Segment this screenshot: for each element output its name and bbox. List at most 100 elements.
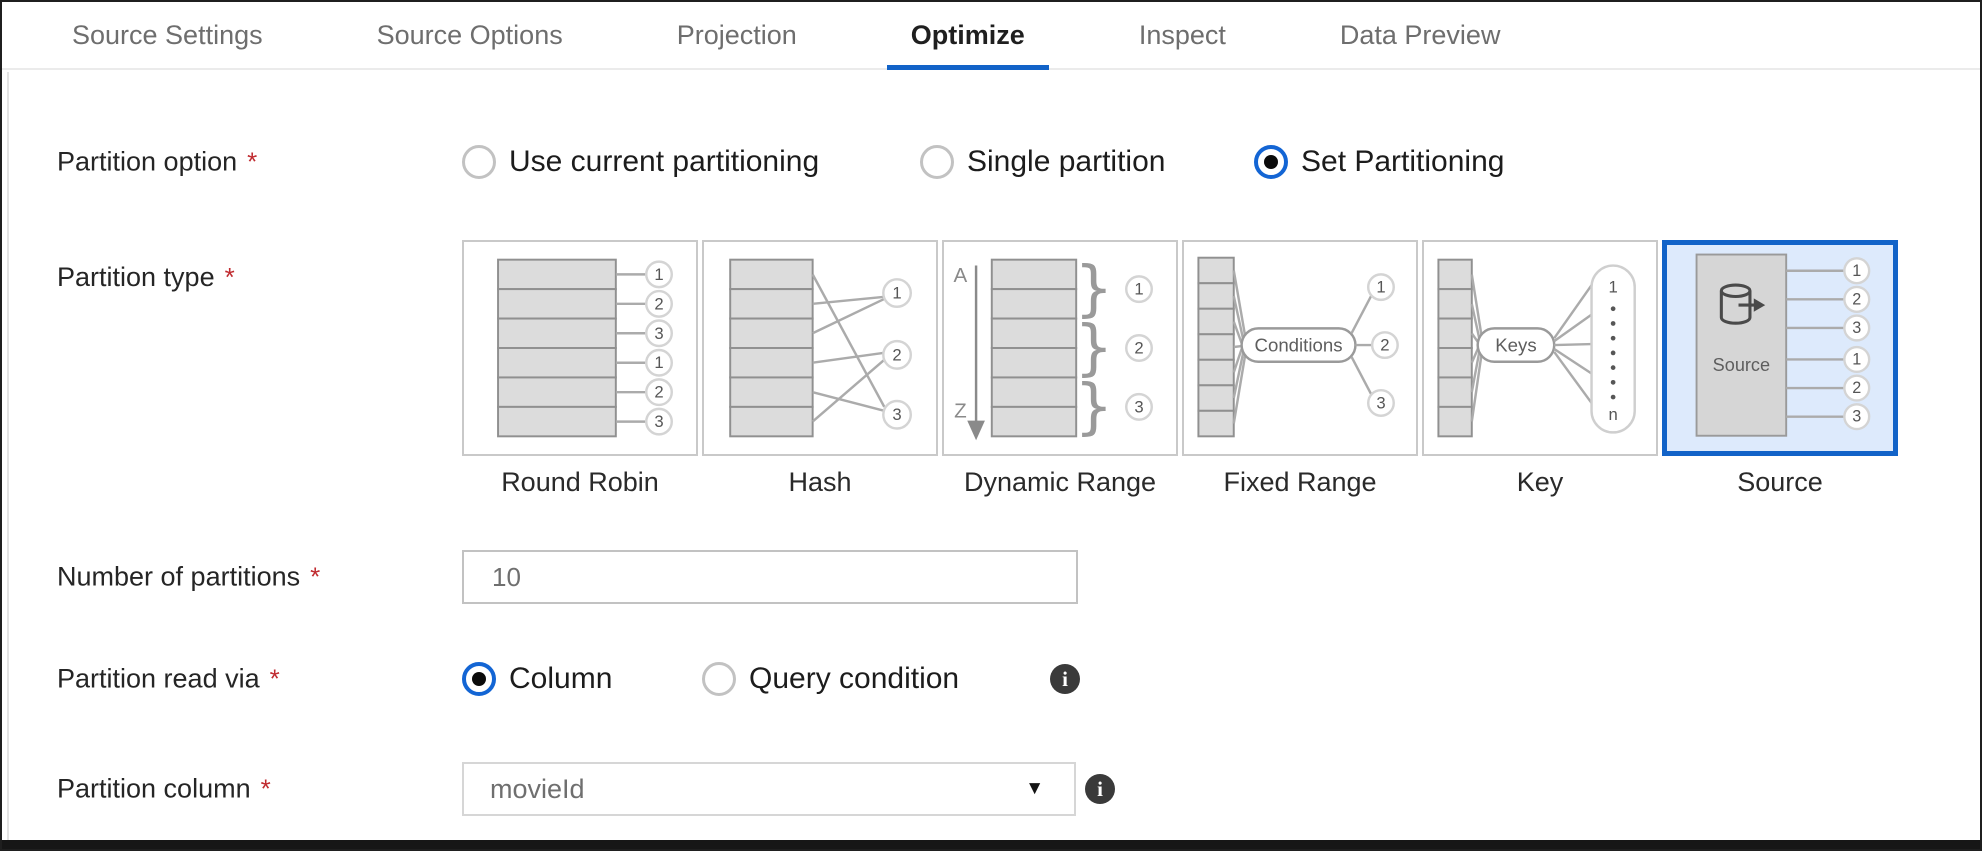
fixed-range-diagram-icon: Conditions 1 2 3 (1197, 256, 1399, 438)
brace-glyph: } (1075, 254, 1114, 324)
radio-label: Query condition (749, 662, 960, 695)
field-label-text: Partition option (57, 146, 238, 177)
partition-read-via-label: Partition read via * (57, 664, 280, 695)
tab-bar: Source Settings Source Options Projectio… (2, 2, 1980, 70)
partition-number: 3 (654, 324, 663, 343)
round-robin-tile: 1 2 3 1 2 3 (462, 240, 698, 456)
key-tile: Keys 1 n (1422, 240, 1658, 456)
partition-type-option-dynamic-range[interactable]: A Z } } } 1 2 3 (942, 240, 1178, 498)
radio-selected-icon (1254, 145, 1288, 179)
brace-glyph: } (1075, 372, 1114, 442)
field-label-text: Partition type (57, 262, 215, 292)
tile-label: Hash (788, 467, 852, 497)
required-asterisk: * (247, 146, 258, 177)
tile-label: Dynamic Range (963, 467, 1157, 497)
partition-number: 3 (1376, 393, 1385, 412)
partition-read-via-row: Partition read via * Column Query conditi… (2, 649, 1980, 709)
partition-number: 1 (654, 265, 663, 284)
partition-type-label: Partition type * (57, 262, 235, 293)
partition-type-option-round-robin[interactable]: 1 2 3 1 2 3 Round Robin (462, 240, 698, 498)
partition-type-option-key[interactable]: Keys 1 n Key (1422, 240, 1658, 498)
panel-left-divider (7, 72, 9, 840)
partition-number: 2 (1852, 290, 1861, 308)
tab-source-options[interactable]: Source Options (376, 19, 563, 50)
tab-source-settings[interactable]: Source Settings (72, 19, 263, 50)
partition-type-tiles: 1 2 3 1 2 3 Round Robin (462, 240, 1898, 498)
partition-type-option-source[interactable]: Source 1 2 3 1 2 3 Source (1662, 240, 1898, 498)
radio-circle-icon (920, 145, 954, 179)
dynamic-range-tile: A Z } } } 1 2 3 (942, 240, 1178, 456)
keys-node-label: Keys (1495, 335, 1536, 356)
radio-set-partitioning[interactable]: Set Partitioning (1254, 145, 1504, 179)
partition-number: 1 (1134, 280, 1143, 299)
tab-projection[interactable]: Projection (676, 19, 797, 50)
partition-number: 1 (1852, 262, 1861, 280)
tab-inspect[interactable]: Inspect (1138, 19, 1226, 50)
radio-circle-icon (462, 145, 496, 179)
conditions-node-label: Conditions (1255, 335, 1343, 356)
required-asterisk: * (269, 663, 280, 694)
radio-column[interactable]: Column (462, 662, 612, 696)
partition-number: 3 (654, 412, 663, 431)
required-asterisk: * (224, 262, 235, 292)
partition-number: 1 (892, 284, 901, 303)
tile-label: Source (1737, 467, 1823, 497)
radio-selected-icon (462, 662, 496, 696)
tile-label: Round Robin (501, 467, 659, 497)
dynamic-range-diagram-icon: A Z } } } 1 2 3 (954, 254, 1153, 442)
partition-number: 1 (1376, 278, 1385, 297)
key-diagram-icon: Keys 1 n (1437, 258, 1636, 438)
required-asterisk: * (310, 561, 321, 592)
dropdown-selected-value: movieId (490, 773, 585, 804)
round-robin-diagram-icon: 1 2 3 1 2 3 (497, 258, 673, 438)
partition-number: 2 (1852, 379, 1861, 397)
info-icon[interactable]: i (1085, 774, 1115, 804)
radio-query-condition[interactable]: Query condition (702, 662, 959, 696)
number-of-partitions-label: Number of partitions * (57, 562, 320, 593)
field-label-text: Partition read via (57, 663, 260, 694)
required-asterisk: * (260, 773, 271, 804)
tab-optimize[interactable]: Optimize (886, 2, 1049, 70)
source-box-label: Source (1713, 355, 1770, 375)
fixed-range-tile: Conditions 1 2 3 (1182, 240, 1418, 456)
source-tile-selected: Source 1 2 3 1 2 3 (1662, 240, 1898, 456)
partition-number: 2 (654, 294, 663, 313)
partition-number: 3 (1134, 397, 1143, 416)
field-label-text: Partition column (57, 773, 251, 804)
partition-number: 1 (654, 353, 663, 372)
source-diagram-icon: Source 1 2 3 1 2 3 (1695, 253, 1871, 437)
partition-column-row: Partition column * movieId ▼ i (2, 762, 1980, 816)
radio-label: Set Partitioning (1301, 145, 1505, 178)
tile-label: Fixed Range (1223, 467, 1377, 497)
partition-number: 3 (1852, 319, 1861, 337)
radio-use-current-partitioning[interactable]: Use current partitioning (462, 145, 819, 179)
partition-number: 3 (1852, 408, 1861, 426)
radio-label: Use current partitioning (509, 145, 820, 178)
partition-number: 2 (892, 345, 901, 364)
info-icon[interactable]: i (1050, 664, 1080, 694)
partition-number: n (1608, 405, 1617, 424)
partition-type-option-hash[interactable]: 1 2 3 Hash (702, 240, 938, 498)
partition-number: 2 (654, 383, 663, 402)
radio-single-partition[interactable]: Single partition (920, 145, 1165, 179)
number-of-partitions-input[interactable] (462, 550, 1078, 604)
partition-type-option-fixed-range[interactable]: Conditions 1 2 3 Fixed Range (1182, 240, 1418, 498)
radio-label: Single partition (967, 145, 1166, 178)
field-label-text: Number of partitions (57, 561, 301, 592)
optimize-form: Partition option * Use current partitioni… (2, 72, 1980, 840)
tile-label: Key (1516, 467, 1564, 497)
radio-circle-icon (702, 662, 736, 696)
partition-column-dropdown[interactable]: movieId ▼ (462, 762, 1076, 816)
chevron-down-icon: ▼ (1025, 778, 1044, 799)
partition-number: 2 (1134, 339, 1143, 358)
partition-number: 1 (1852, 350, 1861, 368)
tab-data-preview[interactable]: Data Preview (1339, 19, 1501, 50)
hash-diagram-icon: 1 2 3 (729, 258, 913, 438)
partition-column-label: Partition column * (57, 774, 271, 805)
database-export-icon (1719, 283, 1766, 325)
window-bottom-edge (2, 840, 1980, 849)
hash-tile: 1 2 3 (702, 240, 938, 456)
partition-type-row: Partition type * 1 2 3 1 2 (2, 240, 1980, 516)
partition-option-label: Partition option * (57, 147, 257, 178)
